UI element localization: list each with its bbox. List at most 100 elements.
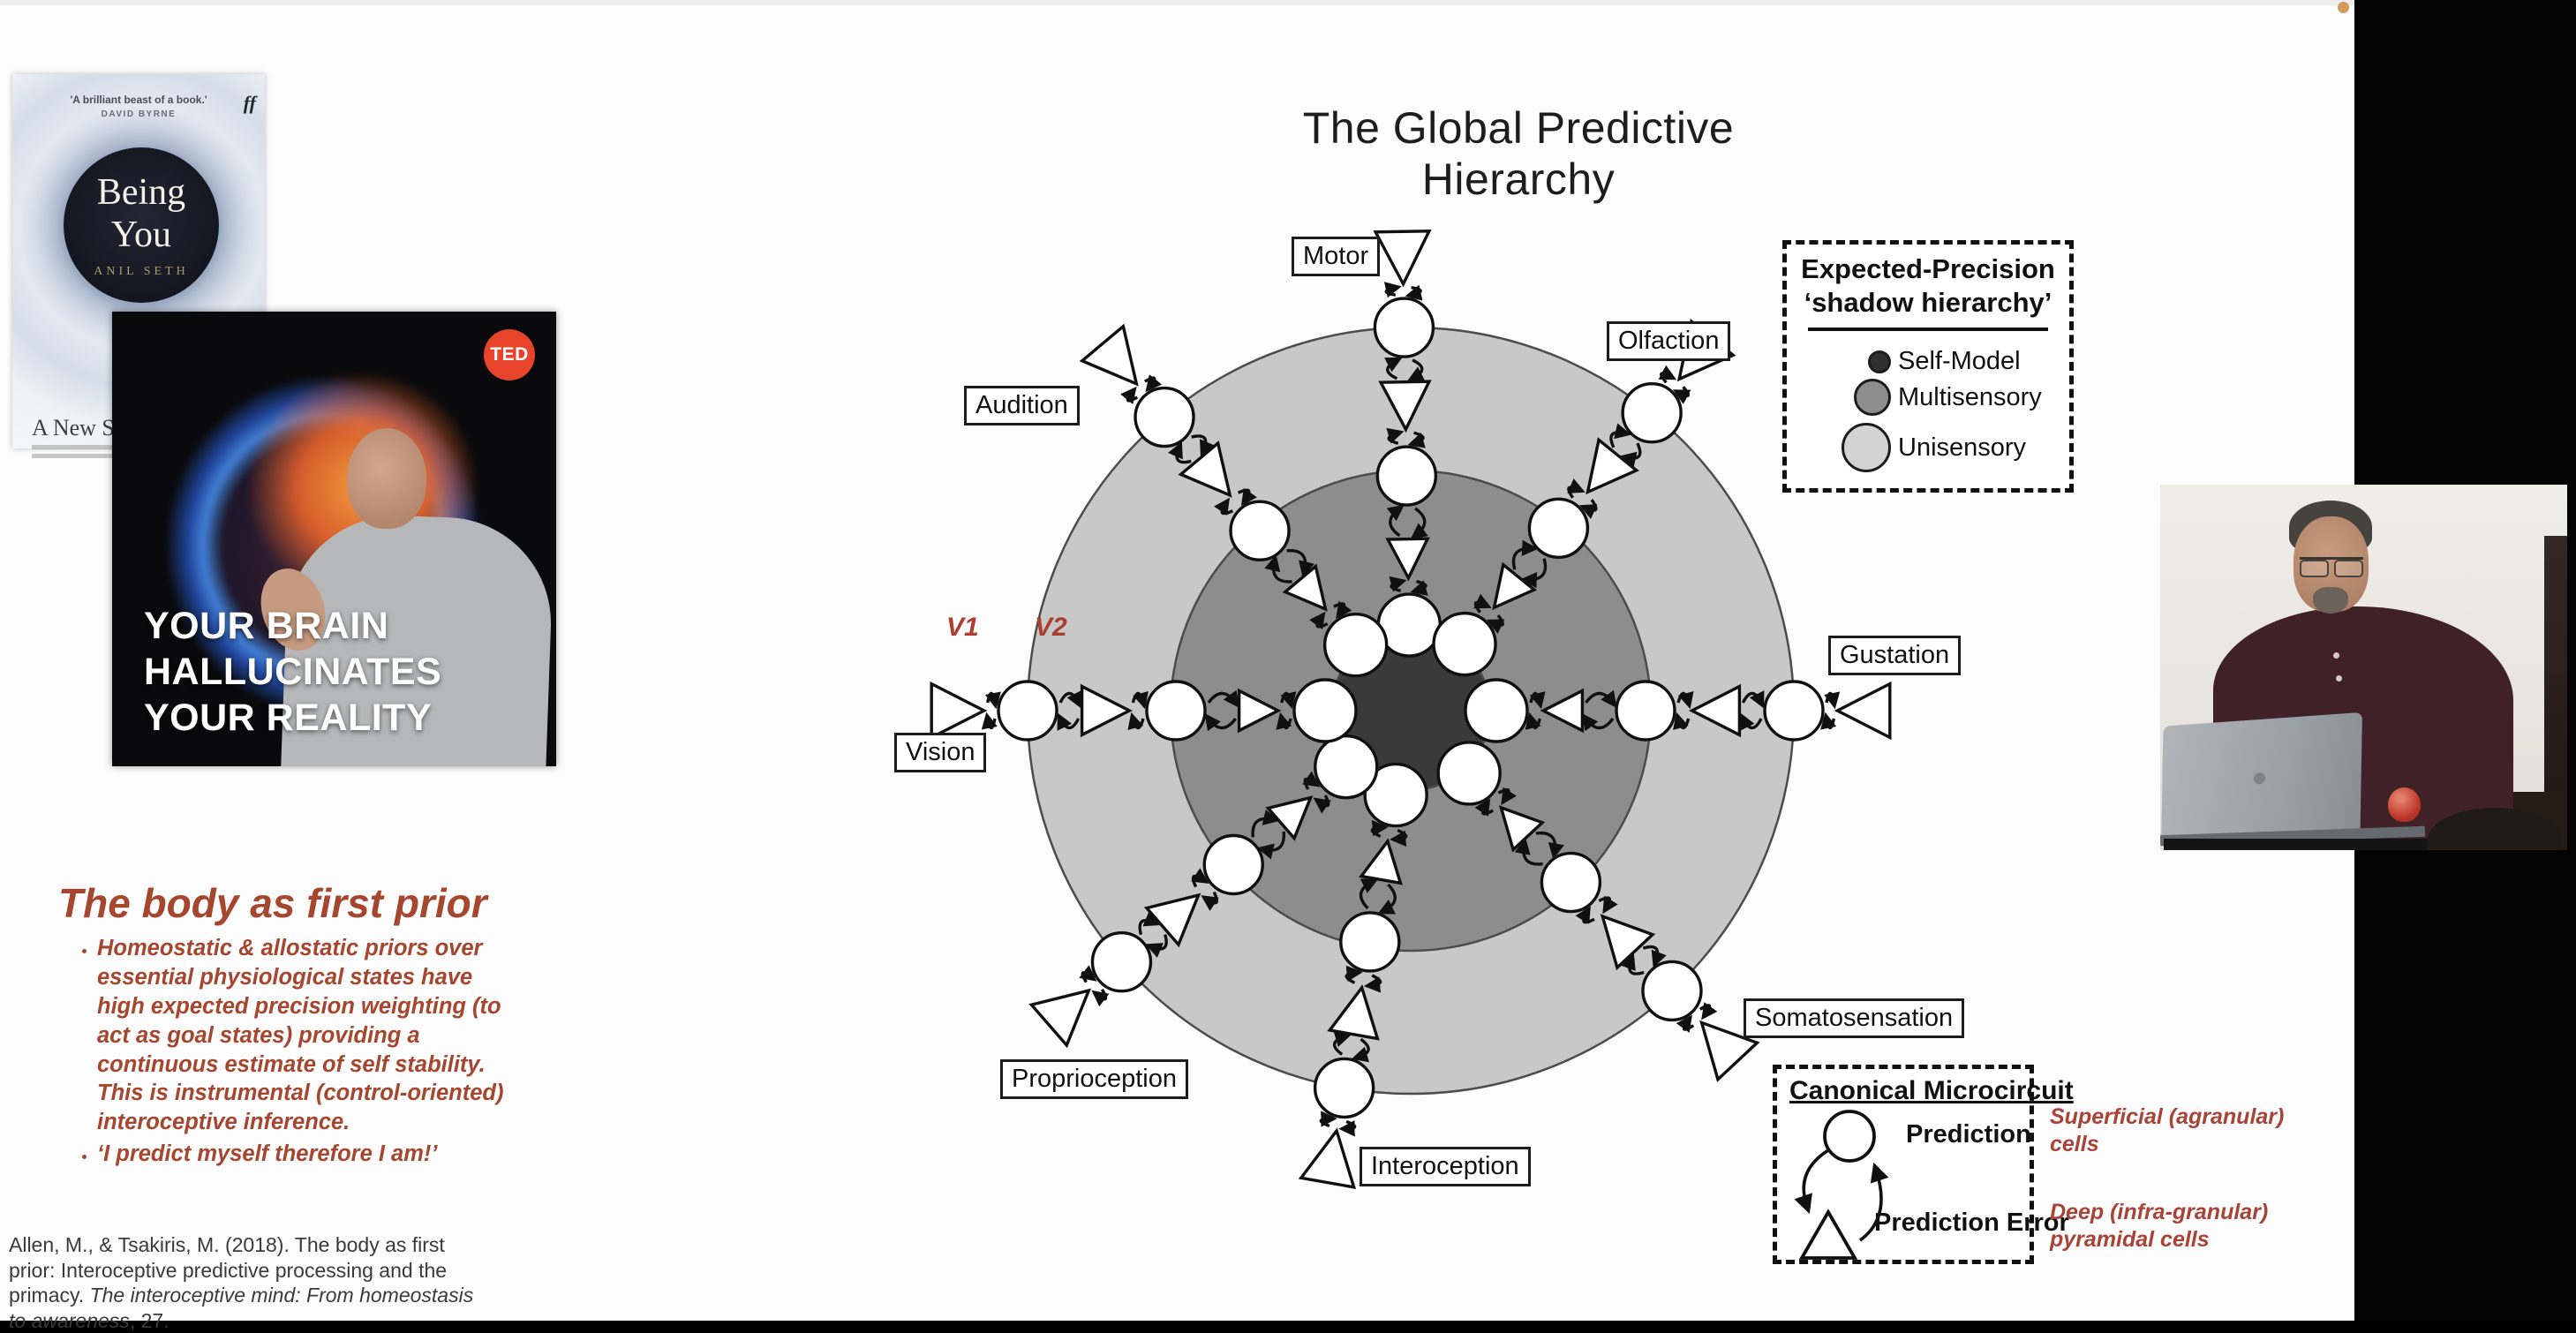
prediction-node xyxy=(1763,680,1825,742)
prediction-error-node xyxy=(1492,561,1538,611)
prediction-node xyxy=(1621,382,1683,444)
prediction-error-node xyxy=(1079,323,1139,387)
multisensory-swatch-icon xyxy=(1854,379,1891,416)
laptop-stand xyxy=(2164,839,2436,850)
self-model-swatch-icon xyxy=(1868,350,1891,373)
prediction-error-triangle-icon xyxy=(1798,1209,1858,1260)
modality-label-interoception: Interoception xyxy=(1360,1147,1531,1186)
prediction-error-node xyxy=(1028,988,1092,1049)
predictive-hierarchy-diagram xyxy=(930,230,1892,1189)
prediction-node xyxy=(1432,611,1497,677)
laptop xyxy=(2161,712,2362,849)
prediction-node xyxy=(1322,612,1389,678)
prediction-label: Prediction xyxy=(1906,1120,2031,1148)
prediction-error-node xyxy=(1282,563,1328,612)
legend-title: Canonical Microcircuit xyxy=(1789,1076,2074,1105)
modality-label-audition: Audition xyxy=(964,386,1080,426)
ted-speaker-head xyxy=(347,428,426,529)
prediction-node xyxy=(1540,851,1602,914)
prediction-node xyxy=(997,680,1058,742)
prediction-error-label: Prediction Error xyxy=(1874,1209,2069,1237)
spoke-interoception xyxy=(1298,762,1428,1189)
citation-plain: Allen, M., & Tsakiris, M. (2018). The bo… xyxy=(9,1233,448,1307)
presenter-webcam xyxy=(2160,485,2567,850)
prediction-node xyxy=(1339,911,1401,973)
prediction-node xyxy=(1229,500,1291,561)
prediction-error-node xyxy=(1080,683,1134,738)
microcircuit-figure xyxy=(1794,1110,1889,1260)
apple-fruit xyxy=(2388,787,2421,822)
presentation-slide: The Global Predictive Hierarchy 'A brill… xyxy=(0,0,2354,1321)
book-cover-quote-author: DAVID BYRNE xyxy=(101,109,177,119)
canonical-microcircuit-legend: Canonical Microcircuit Prediction Predic… xyxy=(1773,1065,2074,1264)
modality-label-olfaction: Olfaction xyxy=(1607,321,1731,361)
prediction-error-node xyxy=(1298,1127,1357,1189)
expected-precision-legend: Expected-Precision ‘shadow hierarchy’ Se… xyxy=(1782,240,2074,493)
ted-caption-line3: YOUR REALITY xyxy=(144,697,433,739)
book-title-word2: You xyxy=(110,215,172,255)
modality-label-gustation: Gustation xyxy=(1828,636,1962,675)
prediction-error-node xyxy=(1265,795,1314,841)
modality-label-motor: Motor xyxy=(1292,237,1381,276)
spoke-audition xyxy=(1079,323,1389,678)
prediction-node xyxy=(1134,386,1195,448)
ted-caption-line1: YOUR BRAIN xyxy=(144,605,389,647)
prediction-node xyxy=(1464,678,1529,743)
prediction-node xyxy=(1436,741,1502,806)
prediction-error-node xyxy=(930,681,988,741)
prediction-circle-icon xyxy=(1823,1110,1876,1163)
visual-area-label-v1: V1 xyxy=(946,613,979,642)
prediction-node xyxy=(1527,497,1590,559)
prediction-node xyxy=(1202,833,1264,896)
prediction-error-node xyxy=(1373,230,1432,288)
prediction-error-node xyxy=(1498,805,1546,853)
slide-top-strip xyxy=(0,0,2354,5)
prediction-error-node xyxy=(1385,537,1430,582)
publisher-logo: ff xyxy=(243,92,256,114)
prediction-node xyxy=(1292,678,1358,743)
superficial-cells-annotation: Superficial (agranular) cells xyxy=(2050,1104,2285,1156)
book-title-word1: Being xyxy=(96,172,186,213)
spoke-somatosensation xyxy=(1436,741,1760,1082)
prediction-node xyxy=(1363,762,1428,828)
prediction-error-node xyxy=(1540,688,1585,734)
unisensory-swatch-icon xyxy=(1842,423,1891,472)
prediction-error-node xyxy=(1586,437,1639,495)
spoke-proprioception xyxy=(1028,734,1379,1049)
book-cover-pupil-circle xyxy=(64,147,219,303)
prediction-error-node xyxy=(1327,984,1380,1041)
prediction-node xyxy=(1615,680,1676,742)
visual-area-label-v2: V2 xyxy=(1035,613,1067,642)
section-heading: The body as first prior xyxy=(58,880,487,926)
player-indicator-dot xyxy=(2338,2,2349,13)
prediction-node xyxy=(1145,680,1207,742)
prediction-node xyxy=(1375,445,1438,507)
book-cover-quote: 'A brilliant beast of a book.' xyxy=(70,94,207,106)
prediction-node xyxy=(1313,1057,1375,1119)
legend-item-label: Self-Model xyxy=(1898,347,2021,375)
laptop-logo xyxy=(2253,772,2266,785)
prediction-error-node xyxy=(1688,683,1742,738)
presenter-glasses xyxy=(2300,557,2363,577)
book-microtext-line xyxy=(32,454,147,458)
prediction-error-node xyxy=(1237,688,1282,734)
prediction-error-node xyxy=(1143,892,1201,948)
book-microtext-line xyxy=(32,445,173,449)
presenter-goatee xyxy=(2313,587,2348,614)
modality-label-proprioception: Proprioception xyxy=(1000,1059,1188,1099)
slide-title: The Global Predictive Hierarchy xyxy=(1302,103,1735,204)
prediction-error-node xyxy=(1359,838,1403,885)
legend-title-underline xyxy=(1808,328,2048,331)
spoke-motor xyxy=(1373,230,1442,658)
modality-label-vision: Vision xyxy=(894,733,987,772)
spoke-vision xyxy=(930,678,1358,743)
ted-talk-thumbnail: TED YOUR BRAIN HALLUCINATES YOUR REALITY xyxy=(112,312,556,766)
prediction-error-node xyxy=(1834,681,1892,741)
bullet-item: Homeostatic & allostatic priors over ess… xyxy=(97,934,519,1137)
prediction-error-node xyxy=(1600,914,1656,971)
prediction-error-node xyxy=(1178,441,1232,498)
prediction-error-node xyxy=(1378,380,1432,433)
prediction-error-node xyxy=(1699,1020,1760,1082)
deep-cells-annotation: Deep (infra-granular) pyramidal cells xyxy=(2050,1200,2269,1252)
